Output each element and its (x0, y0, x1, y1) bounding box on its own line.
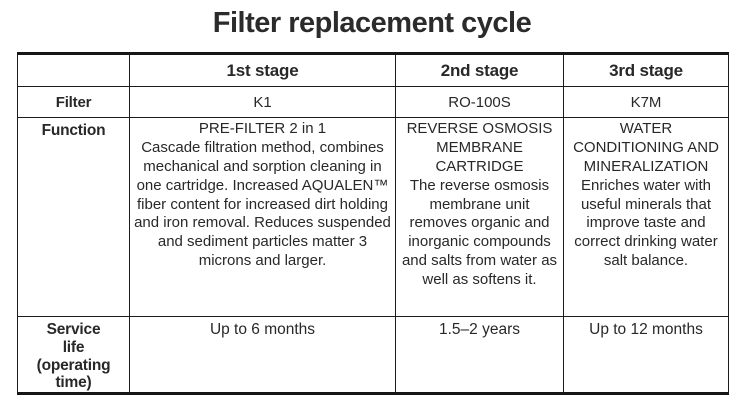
row-label-service-life: Service life (operating time) (17, 315, 130, 395)
header-cell-stage-2: 2nd stage (395, 53, 564, 87)
service-life-stage-3: Up to 12 months (563, 315, 729, 395)
row-label-function: Function (17, 117, 130, 317)
service-life-stage-1: Up to 6 months (129, 315, 396, 395)
header-cell-empty (17, 53, 130, 87)
filter-model-stage-3: K7M (563, 86, 729, 118)
filter-replacement-table: 1st stage 2nd stage 3rd stage Filter K1 … (17, 52, 729, 396)
function-heading-stage-1: PRE-FILTER 2 in 1 (198, 120, 327, 137)
function-body-stage-3: Enriches water with useful minerals that… (574, 176, 718, 270)
table-row-filter: Filter K1 RO-100S K7M (17, 86, 729, 118)
filter-model-stage-1: K1 (129, 86, 396, 118)
function-cell-stage-1: PRE-FILTER 2 in 1 Cascade filtration met… (129, 117, 396, 317)
header-cell-stage-1: 1st stage (129, 53, 396, 87)
function-heading-stage-2: REVERSE OSMOSIS MEMBRANE CARTRIDGE (406, 120, 553, 175)
function-cell-stage-3: WATER CONDITIONING AND MINERALIZATION En… (563, 117, 729, 317)
function-cell-stage-2: REVERSE OSMOSIS MEMBRANE CARTRIDGE The r… (395, 117, 564, 317)
function-heading-stage-3: WATER CONDITIONING AND MINERALIZATION (573, 120, 719, 175)
page-title: Filter replacement cycle (212, 7, 532, 39)
header-cell-stage-3: 3rd stage (563, 53, 729, 87)
row-label-filter: Filter (17, 86, 130, 118)
service-life-stage-2: 1.5–2 years (395, 315, 564, 395)
table-row-service-life: Service life (operating time) Up to 6 mo… (17, 315, 729, 395)
filter-model-stage-2: RO-100S (395, 86, 564, 118)
table-row-function: Function PRE-FILTER 2 in 1 Cascade filtr… (17, 117, 729, 317)
table-header-row: 1st stage 2nd stage 3rd stage (17, 53, 729, 87)
function-body-stage-1: Cascade filtration method, combines mech… (134, 138, 391, 270)
function-body-stage-2: The reverse osmosis membrane unit remove… (401, 176, 558, 289)
